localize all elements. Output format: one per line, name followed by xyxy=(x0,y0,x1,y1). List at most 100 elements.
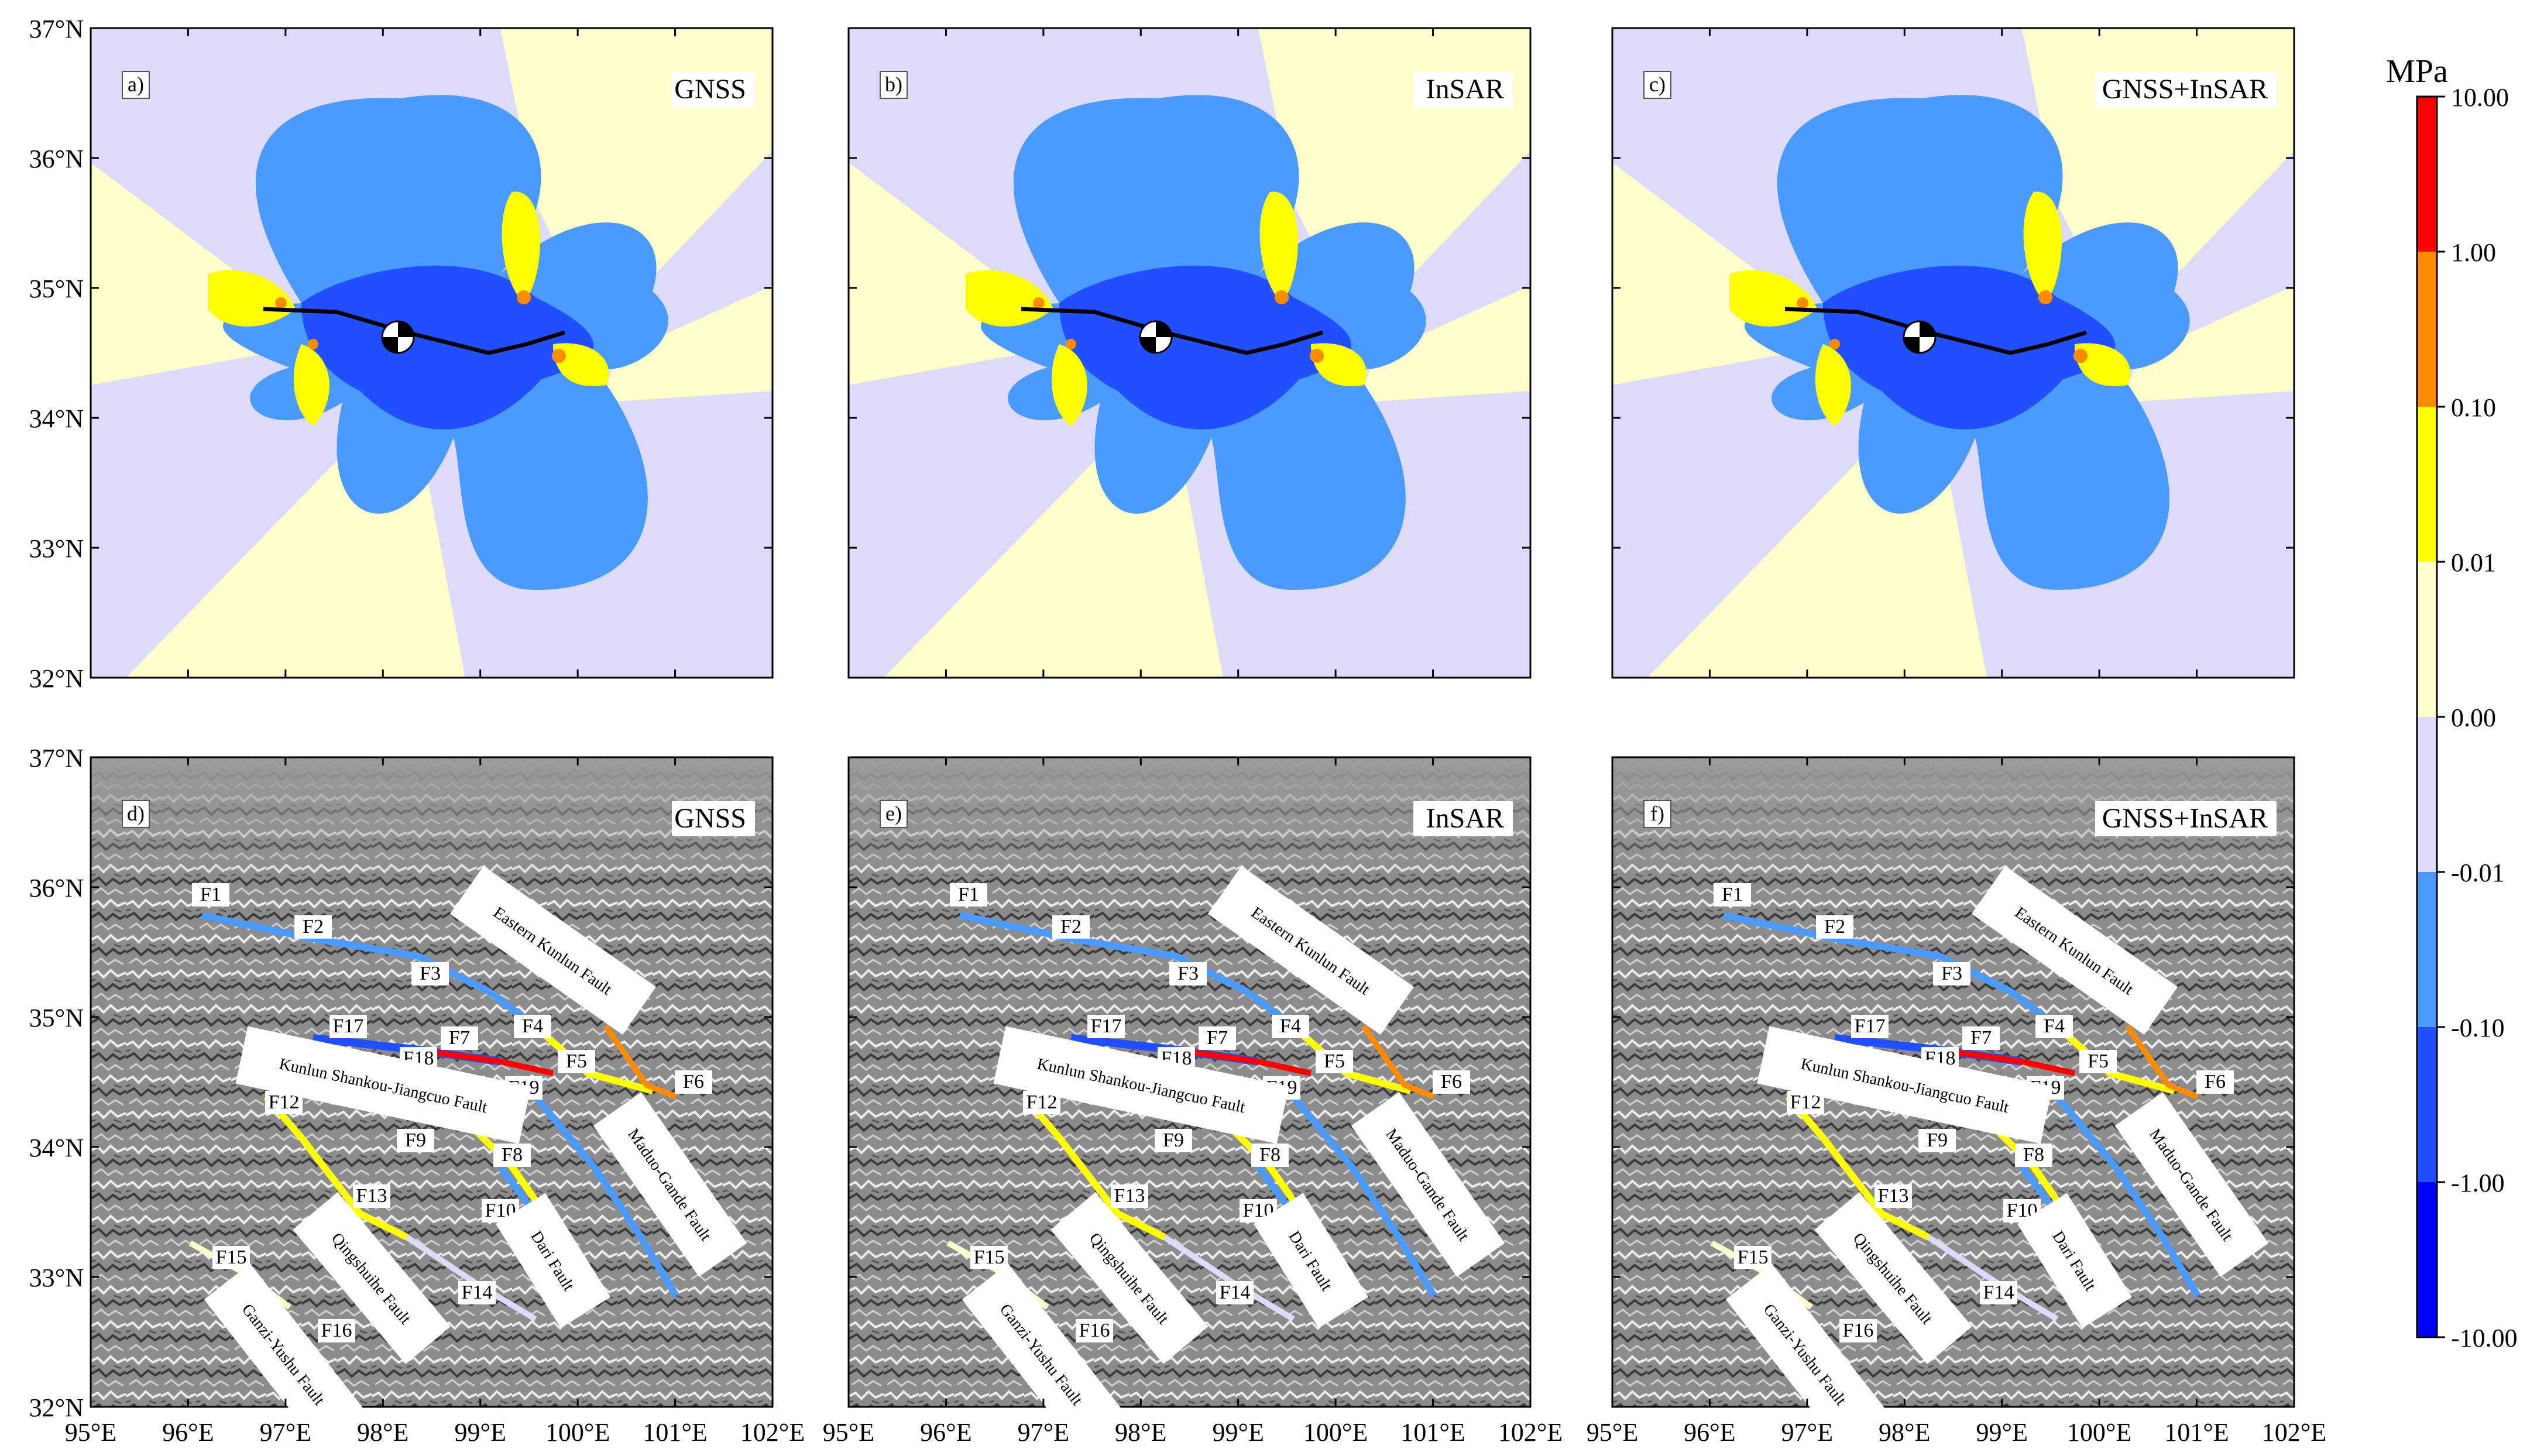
fault-id-label: F1 xyxy=(1722,884,1743,905)
lon-tick-label: 98°E xyxy=(1115,1418,1166,1447)
colorbar-tick-label: -10.00 xyxy=(2451,1324,2518,1352)
fault-id-label: F5 xyxy=(566,1050,587,1072)
panel-source-label: GNSS+InSAR xyxy=(2102,74,2268,105)
fault-id-label: F3 xyxy=(1177,963,1199,984)
colorbar-block xyxy=(2417,717,2437,872)
fault-id-label: F9 xyxy=(1163,1129,1184,1151)
colorbar-tick-label: -1.00 xyxy=(2451,1169,2505,1197)
lon-tick-label: 101°E xyxy=(643,1418,707,1447)
colorbar-block xyxy=(2417,97,2437,252)
lat-tick-label: 36°N xyxy=(29,145,84,173)
lon-tick-label: 102°E xyxy=(2262,1418,2326,1447)
lat-tick-label: 37°N xyxy=(29,15,84,43)
lon-tick-label: 99°E xyxy=(454,1418,506,1447)
fault-labels: F1F2F3F4F5F6F7F8F9F10F11F12F13F14F15F16F… xyxy=(192,866,2269,1445)
colorbar-tick-label: -0.01 xyxy=(2451,859,2505,887)
fault-id-label: F15 xyxy=(974,1246,1005,1268)
fault-id-label: F9 xyxy=(405,1129,426,1151)
lon-tick-label: 96°E xyxy=(1684,1418,1735,1447)
fault-id-label: F2 xyxy=(1824,916,1845,938)
fault-id-label: F6 xyxy=(2205,1071,2226,1093)
lat-tick-label: 37°N xyxy=(29,744,84,772)
lon-tick-label: 97°E xyxy=(260,1418,311,1447)
fault-id-label: F1 xyxy=(200,884,221,905)
fault-id-label: F8 xyxy=(502,1144,523,1166)
fault-id-label: F4 xyxy=(522,1015,543,1037)
lon-tick-label: 95°E xyxy=(1587,1418,1638,1447)
lon-tick-label: 99°E xyxy=(1976,1418,2027,1447)
lon-tick-label: 102°E xyxy=(1498,1418,1563,1447)
lon-tick-label: 95°E xyxy=(823,1418,874,1447)
panel-source-label: GNSS xyxy=(674,803,746,834)
panel-letter: f) xyxy=(1650,802,1664,825)
fault-id-label: F6 xyxy=(1441,1071,1462,1093)
fault-id-label: F7 xyxy=(1207,1027,1228,1049)
lat-tick-label: 34°N xyxy=(29,404,84,433)
fault-id-label: F3 xyxy=(420,963,441,984)
panel-b xyxy=(849,28,1530,678)
lon-tick-label: 95°E xyxy=(65,1418,116,1447)
fault-id-label: F13 xyxy=(356,1185,387,1207)
colorbar-ticks: 10.001.000.100.010.00-0.01-0.10-1.00-10.… xyxy=(2437,83,2518,1352)
fault-id-label: F9 xyxy=(1927,1129,1948,1151)
lat-tick-label: 35°N xyxy=(29,1004,84,1032)
colorbar-block xyxy=(2417,252,2437,407)
fault-id-label: F8 xyxy=(2023,1144,2044,1166)
lat-tick-label: 35°N xyxy=(29,274,84,303)
lon-tick-label: 96°E xyxy=(920,1418,971,1447)
fault-id-label: F16 xyxy=(1079,1320,1110,1341)
lon-tick-label: 98°E xyxy=(1879,1418,1930,1447)
lon-tick-label: 97°E xyxy=(1018,1418,1069,1447)
panel-source-label: GNSS xyxy=(674,74,746,105)
colorbar-tick-label: 0.01 xyxy=(2451,548,2496,577)
fault-id-label: F14 xyxy=(1983,1282,2014,1303)
fault-id-label: F13 xyxy=(1878,1185,1909,1207)
panel-letter: b) xyxy=(885,73,902,96)
panel-letter: c) xyxy=(1649,73,1666,96)
fault-id-label: F1 xyxy=(958,884,979,905)
lon-tick-label: 100°E xyxy=(1303,1418,1368,1447)
colorbar-blocks xyxy=(2416,95,2438,1338)
lon-tick-label: 100°E xyxy=(545,1418,610,1447)
fault-id-label: F17 xyxy=(333,1015,364,1037)
fault-id-label: F5 xyxy=(2088,1050,2109,1072)
lat-tick-label: 32°N xyxy=(29,664,84,693)
colorbar-block xyxy=(2417,407,2437,562)
axis-labels: 37°N36°N35°N34°N33°N32°N37°N36°N35°N34°N… xyxy=(29,15,2327,1447)
fault-id-label: F2 xyxy=(1060,916,1082,938)
lon-tick-label: 101°E xyxy=(1400,1418,1465,1447)
fault-id-label: F7 xyxy=(1970,1027,1992,1049)
panel-c xyxy=(1612,28,2294,678)
fault-id-label: F17 xyxy=(1855,1015,1886,1037)
colorbar-block xyxy=(2417,1182,2437,1337)
panel-letter: e) xyxy=(885,802,902,825)
fault-id-label: F6 xyxy=(683,1071,704,1093)
fault-id-label: F14 xyxy=(1220,1282,1251,1303)
lon-tick-label: 97°E xyxy=(1781,1418,1833,1447)
lat-tick-label: 33°N xyxy=(29,534,84,563)
colorbar-tick-label: 0.10 xyxy=(2451,393,2496,422)
lon-tick-label: 96°E xyxy=(162,1418,214,1447)
lat-tick-label: 32°N xyxy=(29,1393,84,1422)
fault-id-label: F14 xyxy=(462,1282,493,1303)
panel-letter: d) xyxy=(127,802,145,825)
panel-source-label: InSAR xyxy=(1426,74,1504,105)
fault-id-label: F15 xyxy=(1738,1246,1769,1268)
panel-letter: a) xyxy=(128,73,144,96)
fault-id-label: F16 xyxy=(1843,1320,1874,1341)
fault-id-label: F4 xyxy=(1280,1015,1301,1037)
colorbar-tick-label: 1.00 xyxy=(2451,238,2496,267)
lat-tick-label: 36°N xyxy=(29,874,84,902)
panel-source-label: InSAR xyxy=(1426,803,1504,834)
lon-tick-label: 101°E xyxy=(2164,1418,2229,1447)
panel-source-label: GNSS+InSAR xyxy=(2102,803,2268,834)
lon-tick-label: 100°E xyxy=(2067,1418,2131,1447)
fault-id-label: F16 xyxy=(321,1320,352,1341)
colorbar-tick-label: 10.00 xyxy=(2451,83,2509,112)
colorbar-block xyxy=(2417,1027,2437,1182)
lon-tick-label: 102°E xyxy=(740,1418,805,1447)
lon-tick-label: 98°E xyxy=(357,1418,408,1447)
lat-tick-label: 33°N xyxy=(29,1263,84,1292)
fault-id-label: F4 xyxy=(2044,1015,2065,1037)
